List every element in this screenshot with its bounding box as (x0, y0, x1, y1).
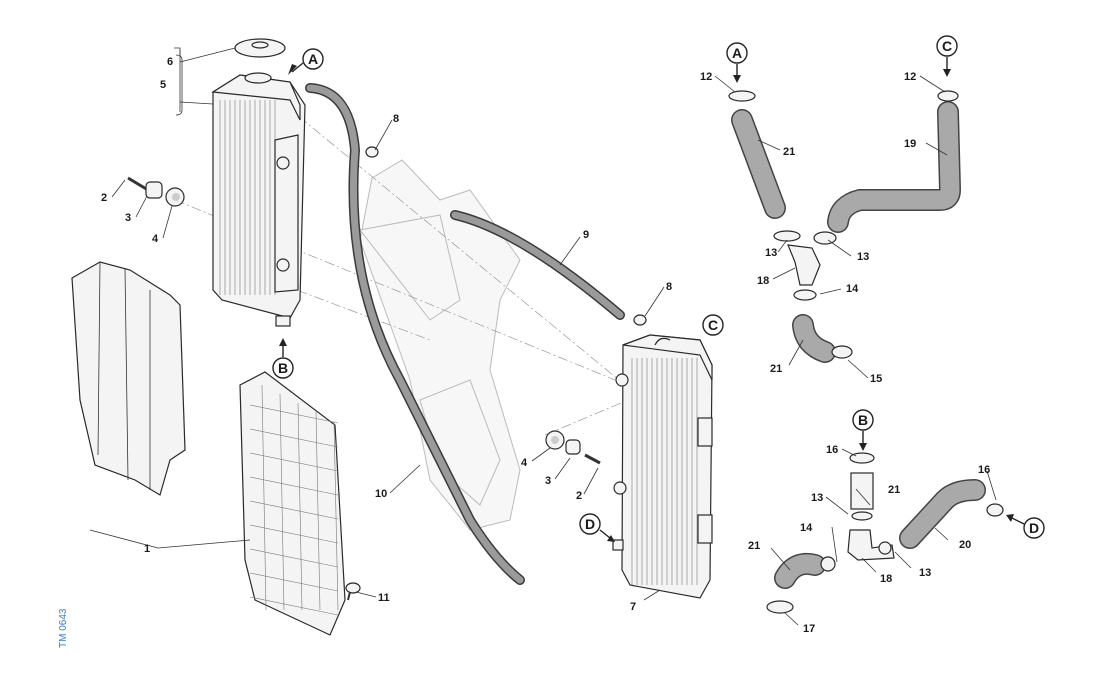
callout-C-group: C (936, 35, 958, 77)
label-3-right: 3 (545, 475, 551, 487)
svg-text:D: D (1029, 520, 1039, 536)
label-11: 11 (378, 592, 390, 604)
hose-21-upper (728, 90, 786, 219)
part-number-labels: 6 5 2 3 4 8 9 8 4 3 2 10 1 11 7 12 12 21… (101, 56, 990, 635)
mount-left (127, 176, 185, 207)
radiator-fin (249, 572, 339, 592)
radiator-fin (249, 500, 339, 520)
label-4: 4 (152, 233, 159, 245)
label-13-mid: 13 (811, 492, 823, 504)
callout-B-group: B (852, 409, 874, 451)
t-piece-18-lower (847, 529, 895, 561)
label-21-lower: 21 (748, 540, 760, 552)
label-12-right: 12 (904, 71, 916, 83)
y-piece-18-upper (773, 230, 837, 301)
hose-20 (899, 479, 1004, 549)
label-5: 5 (160, 79, 166, 91)
svg-text:C: C (708, 317, 718, 333)
clamp-8-lower (633, 314, 647, 326)
label-14-upper: 14 (846, 283, 859, 295)
callout-A-left: A (288, 48, 324, 75)
callout-C-right: C (702, 314, 724, 336)
label-3: 3 (125, 212, 131, 224)
label-6: 6 (167, 56, 173, 68)
document-code: TM 0643 (58, 608, 69, 648)
left-radiator (211, 74, 306, 327)
label-16-right: 16 (978, 464, 990, 476)
radiator-fin (249, 476, 339, 496)
hose-21-lower (766, 552, 836, 614)
callout-D-right: D (579, 513, 615, 542)
hose-9 (450, 210, 625, 320)
svg-text:C: C (942, 38, 952, 54)
svg-text:B: B (858, 412, 868, 428)
label-21-upper: 21 (783, 146, 795, 158)
label-7: 7 (630, 601, 636, 613)
label-20: 20 (959, 539, 971, 551)
mount-right (545, 430, 601, 465)
label-8-upper: 8 (393, 113, 399, 125)
svg-text:B: B (278, 360, 288, 376)
label-2: 2 (101, 192, 107, 204)
label-13-left: 13 (765, 247, 777, 259)
radiator-fin (249, 428, 339, 448)
label-16-left: 16 (826, 444, 838, 456)
label-13-right: 13 (857, 251, 869, 263)
radiator-fin (261, 384, 267, 611)
hose-21-short (849, 452, 875, 521)
label-1: 1 (144, 543, 150, 555)
label-21-elbow: 21 (770, 363, 782, 375)
radiator-fin (249, 548, 339, 568)
hose-10 (305, 83, 525, 585)
label-17: 17 (803, 623, 815, 635)
svg-text:D: D (585, 516, 595, 532)
callout-A-group: A (726, 42, 748, 83)
label-18-upper: 18 (757, 275, 769, 287)
radiator-fin (279, 393, 285, 611)
label-18-lower: 18 (880, 573, 892, 585)
frame-outline (359, 159, 521, 531)
radiator-fin (315, 411, 321, 611)
callout-B-left: B (272, 338, 294, 379)
radiator-fin (333, 420, 339, 611)
fastener-11 (345, 582, 361, 601)
svg-text:A: A (732, 45, 742, 61)
label-8-lower: 8 (666, 281, 672, 293)
radiator-fin (249, 452, 339, 472)
label-13-lower: 13 (919, 567, 931, 579)
radiator-fin (249, 404, 339, 424)
radiator-fin (297, 402, 303, 611)
hose-19 (827, 90, 962, 233)
label-2-right: 2 (576, 490, 582, 502)
radiator-fin (249, 596, 339, 616)
label-21-short: 21 (888, 484, 900, 496)
label-9: 9 (583, 229, 589, 241)
label-4-right: 4 (521, 457, 528, 469)
hose-21-elbow (792, 314, 853, 363)
leader-lines (89, 47, 997, 626)
spoiler-left-upper (71, 261, 186, 496)
spoiler-grille (239, 371, 346, 636)
callout-D-group: D (1006, 514, 1045, 539)
label-10: 10 (375, 488, 387, 500)
right-radiator (612, 334, 713, 599)
label-15: 15 (870, 373, 882, 385)
label-14-lower: 14 (800, 522, 813, 534)
label-19: 19 (904, 138, 916, 150)
svg-text:A: A (308, 51, 318, 67)
label-12-left: 12 (700, 71, 712, 83)
